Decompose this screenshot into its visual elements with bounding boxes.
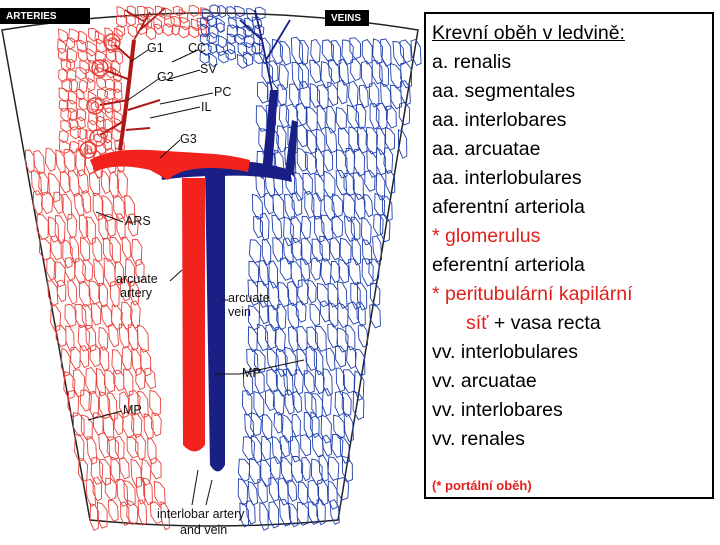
leader-line bbox=[191, 469, 199, 506]
label-arcuate-artery-line2: artery bbox=[120, 286, 152, 300]
label-mp-right: MP bbox=[242, 366, 261, 380]
kidney-circulation-diagram: ARTERIES VEINS G1 CC SV G2 PC IL G3 ARS … bbox=[0, 4, 422, 537]
glomerulus-core bbox=[93, 133, 103, 143]
legend-item: aa. segmentales bbox=[432, 80, 576, 102]
main-vessels bbox=[79, 7, 298, 472]
veins-header: VEINS bbox=[331, 13, 362, 24]
glomerulus bbox=[91, 59, 109, 77]
capillary-cell-row bbox=[242, 432, 350, 465]
label-arcuate-vein-line1: arcuate bbox=[228, 291, 270, 305]
label-pc: PC bbox=[214, 85, 232, 99]
glomerulus bbox=[86, 97, 104, 115]
leader-line bbox=[165, 69, 201, 81]
label-leader-lines bbox=[87, 49, 305, 506]
legend-item: aa. interlobares bbox=[432, 109, 567, 131]
label-interlobar-line2: and vein bbox=[180, 523, 228, 537]
glomerulus bbox=[103, 33, 121, 51]
capillary-cell-row bbox=[261, 58, 413, 91]
interlobular-artery bbox=[118, 39, 136, 151]
leader-line bbox=[129, 49, 149, 63]
cortical-vein-branches bbox=[239, 9, 291, 91]
label-g1: G1 bbox=[147, 41, 164, 55]
legend-item-continuation: síť + vasa recta bbox=[466, 312, 601, 334]
glomerulus bbox=[89, 129, 107, 147]
capillary-cell-row bbox=[251, 190, 393, 222]
legend-item: aa. arcuatae bbox=[432, 138, 541, 160]
legend-item-portal: * peritubulární kapilární bbox=[432, 283, 633, 305]
arcuate-artery bbox=[90, 149, 250, 180]
interlobular-vein-branch bbox=[285, 120, 298, 176]
leader-line bbox=[127, 77, 161, 101]
leader-line bbox=[169, 269, 183, 282]
label-cc: CC bbox=[188, 41, 207, 55]
label-il: IL bbox=[201, 100, 212, 114]
label-sv: SV bbox=[200, 62, 217, 76]
label-arcuate-vein-line2: vein bbox=[228, 305, 251, 319]
legend-item: a. renalis bbox=[432, 51, 512, 73]
glomerulus-core bbox=[107, 37, 117, 47]
leader-line bbox=[159, 92, 214, 105]
veins-header-band bbox=[325, 10, 369, 26]
leader-line bbox=[95, 211, 124, 223]
label-g3: G3 bbox=[180, 132, 197, 146]
leader-line bbox=[205, 479, 213, 506]
legend-item: vv. interlobares bbox=[432, 399, 563, 421]
capillary-cell-row bbox=[239, 499, 340, 531]
leader-line bbox=[239, 359, 305, 375]
interlobar-vein bbox=[205, 170, 225, 472]
label-arcuate-artery-line1: arcuate bbox=[116, 272, 158, 286]
capillary-cell-row bbox=[55, 323, 149, 353]
capillary-cell-row bbox=[89, 499, 170, 532]
legend-item-continuation-red: síť bbox=[466, 312, 489, 334]
capillary-cell-row bbox=[242, 367, 365, 401]
venous-capillary-network bbox=[199, 4, 422, 531]
glomerulus-core bbox=[95, 63, 105, 73]
kidney-section-illustration bbox=[0, 4, 422, 532]
arterial-capillary-network bbox=[25, 5, 211, 532]
capillary-cell-row bbox=[32, 189, 136, 225]
capillary-cell-row bbox=[58, 66, 122, 84]
legend-item: aferentní arteriola bbox=[432, 196, 585, 218]
capillary-cell-row bbox=[85, 476, 166, 508]
label-interlobar-line1: interlobar artery bbox=[157, 507, 245, 521]
interlobar-artery bbox=[182, 178, 205, 452]
label-ars: ARS bbox=[125, 214, 151, 228]
portal-circulation-note: (* portální oběh) bbox=[432, 478, 532, 493]
legend-item-portal: * glomerulus bbox=[432, 225, 541, 247]
leader-line bbox=[149, 106, 201, 119]
capillary-cell-row bbox=[201, 4, 266, 22]
legend-title: Krevní oběh v ledvině: bbox=[432, 22, 625, 44]
legend-item: vv. renales bbox=[432, 428, 525, 450]
legend-item: vv. arcuatae bbox=[432, 370, 537, 392]
label-g2: G2 bbox=[157, 70, 174, 84]
leader-line bbox=[87, 410, 123, 421]
cortical-artery-branches bbox=[124, 7, 166, 41]
glomerulus-core bbox=[83, 145, 93, 155]
capillary-cell-row bbox=[58, 126, 123, 144]
leader-line bbox=[171, 49, 199, 63]
interlobular-vein bbox=[262, 90, 278, 172]
capillary-cell-row bbox=[249, 235, 383, 266]
glomerulus-core bbox=[90, 101, 100, 111]
leader-line bbox=[159, 139, 181, 159]
legend-item: vv. interlobulares bbox=[432, 341, 578, 363]
capillary-cell-row bbox=[199, 32, 263, 49]
legend-item: eferentní arteriola bbox=[432, 254, 585, 276]
afferent-arterioles bbox=[99, 44, 161, 136]
legend-item-continuation-black: + vasa recta bbox=[488, 312, 601, 334]
label-mp-left: MP bbox=[123, 403, 142, 417]
legend-textbox: Krevní oběh v ledvině: a. renalis aa. se… bbox=[424, 12, 714, 499]
capillary-cell-row bbox=[199, 49, 265, 69]
arteries-header-band bbox=[0, 8, 90, 24]
legend-item: aa. interlobulares bbox=[432, 167, 582, 189]
glomerulus bbox=[79, 141, 97, 159]
arteries-header: ARTERIES bbox=[6, 11, 57, 22]
